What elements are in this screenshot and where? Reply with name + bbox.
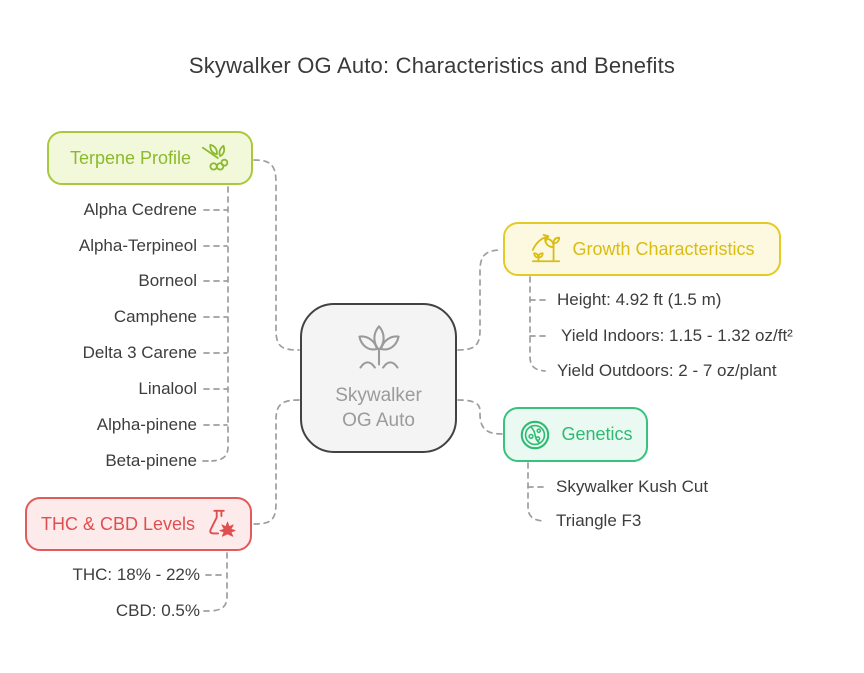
- thc-item: CBD: 0.5%: [115, 601, 200, 620]
- terpene-item: Alpha-Terpineol: [78, 236, 197, 255]
- sprout-icon: [346, 323, 412, 377]
- growth-item: Yield Indoors: 1.15 - 1.32 oz/ft²: [561, 326, 793, 345]
- terpene-item: Delta 3 Carene: [82, 343, 197, 362]
- branch-genetics-label: Genetics: [561, 424, 633, 444]
- growth-item: Yield Outdoors: 2 - 7 oz/plant: [557, 361, 777, 380]
- thc-item: THC: 18% - 22%: [72, 565, 200, 584]
- terpene-item: Beta-pinene: [105, 451, 197, 470]
- center-node-skywalker-og-auto: Skywalker OG Auto: [300, 303, 457, 453]
- center-node-label-line1: Skywalker: [335, 385, 422, 406]
- branch-terpene-label: Terpene Profile: [69, 147, 192, 168]
- terpene-item: Camphene: [113, 307, 197, 326]
- hops-berries-icon: [200, 143, 230, 173]
- genetics-item: Triangle F3: [556, 511, 642, 530]
- branch-growth-characteristics: Growth Characteristics: [503, 222, 781, 276]
- branch-thc-cbd-levels: THC & CBD Levels: [25, 497, 252, 551]
- cell-culture-icon: [518, 418, 552, 452]
- branch-terpene-profile: Terpene Profile: [47, 131, 253, 185]
- terpene-item: Alpha Cedrene: [83, 200, 197, 219]
- terpene-item: Linalool: [138, 379, 197, 398]
- branch-thc-label: THC & CBD Levels: [40, 513, 196, 534]
- branch-growth-label: Growth Characteristics: [572, 238, 755, 259]
- page-title: Skywalker OG Auto: Characteristics and B…: [188, 53, 676, 78]
- terpene-item: Borneol: [138, 271, 197, 290]
- flask-cannabis-leaf-icon: [204, 508, 236, 540]
- growth-item: Height: 4.92 ft (1.5 m): [557, 290, 722, 309]
- growing-plant-arrow-icon: [529, 232, 563, 266]
- branch-genetics: Genetics: [503, 407, 648, 462]
- genetics-item: Skywalker Kush Cut: [556, 477, 709, 496]
- center-node-label-line2: OG Auto: [342, 410, 415, 431]
- terpene-item: Alpha-pinene: [96, 415, 197, 434]
